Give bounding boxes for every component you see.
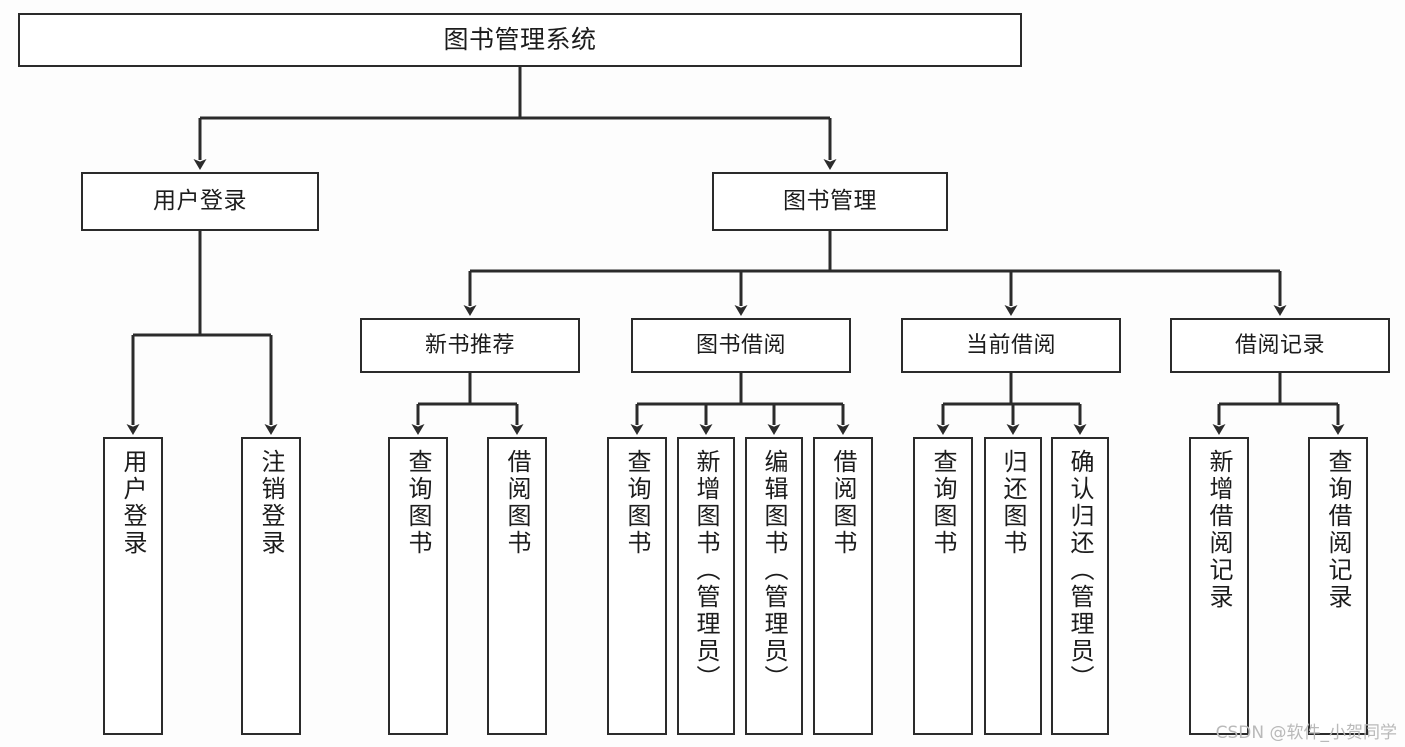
node-leaf-query-borrow-record[interactable]: 查询借阅记录 <box>1308 437 1368 735</box>
node-leaf-edit-book[interactable]: 编辑图书（管理员） <box>745 437 803 735</box>
node-book-borrow[interactable]: 图书借阅 <box>631 318 851 373</box>
node-label: 归还图书 <box>999 449 1027 557</box>
node-label: 图书借阅 <box>695 332 786 358</box>
node-label: 用户登录 <box>119 449 147 557</box>
node-current-borrow[interactable]: 当前借阅 <box>901 318 1121 373</box>
node-leaf-borrow-book-recommend[interactable]: 借阅图书 <box>487 437 547 735</box>
node-leaf-return-book[interactable]: 归还图书 <box>984 437 1042 735</box>
node-label: 图书管理系统 <box>443 25 597 55</box>
node-book-manage[interactable]: 图书管理 <box>712 172 948 231</box>
node-leaf-confirm-return[interactable]: 确认归还（管理员） <box>1051 437 1109 735</box>
node-leaf-user-login[interactable]: 用户登录 <box>103 437 163 735</box>
node-label: 查询图书 <box>623 449 651 557</box>
node-label: 用户登录 <box>153 187 247 214</box>
node-label: 查询图书 <box>404 449 432 557</box>
node-leaf-add-book[interactable]: 新增图书（管理员） <box>677 437 735 735</box>
node-label: 图书管理 <box>783 187 877 214</box>
node-label: 确认归还（管理员） <box>1066 449 1094 692</box>
node-leaf-query-book-current[interactable]: 查询图书 <box>913 437 973 735</box>
node-label: 当前借阅 <box>965 332 1056 358</box>
node-user-login[interactable]: 用户登录 <box>81 172 319 231</box>
node-label: 查询图书 <box>929 449 957 557</box>
node-leaf-query-book-recommend[interactable]: 查询图书 <box>388 437 448 735</box>
node-label: 编辑图书（管理员） <box>760 449 788 692</box>
node-label: 借阅图书 <box>503 449 531 557</box>
node-label: 借阅记录 <box>1234 332 1325 358</box>
node-label: 注销登录 <box>257 449 285 557</box>
csdn-watermark: CSDN @软件_小贺同学 <box>1215 723 1397 743</box>
node-label: 借阅图书 <box>829 449 857 557</box>
node-new-book-recommend[interactable]: 新书推荐 <box>360 318 580 373</box>
node-borrow-record[interactable]: 借阅记录 <box>1170 318 1390 373</box>
node-leaf-borrow-book[interactable]: 借阅图书 <box>813 437 873 735</box>
node-root-system[interactable]: 图书管理系统 <box>18 13 1022 67</box>
node-label: 查询借阅记录 <box>1324 449 1352 611</box>
node-leaf-query-book-borrow[interactable]: 查询图书 <box>607 437 667 735</box>
node-label: 新增图书（管理员） <box>692 449 720 692</box>
node-label: 新书推荐 <box>424 332 515 358</box>
node-leaf-add-borrow-record[interactable]: 新增借阅记录 <box>1189 437 1249 735</box>
node-label: 新增借阅记录 <box>1205 449 1233 611</box>
node-leaf-logout[interactable]: 注销登录 <box>241 437 301 735</box>
